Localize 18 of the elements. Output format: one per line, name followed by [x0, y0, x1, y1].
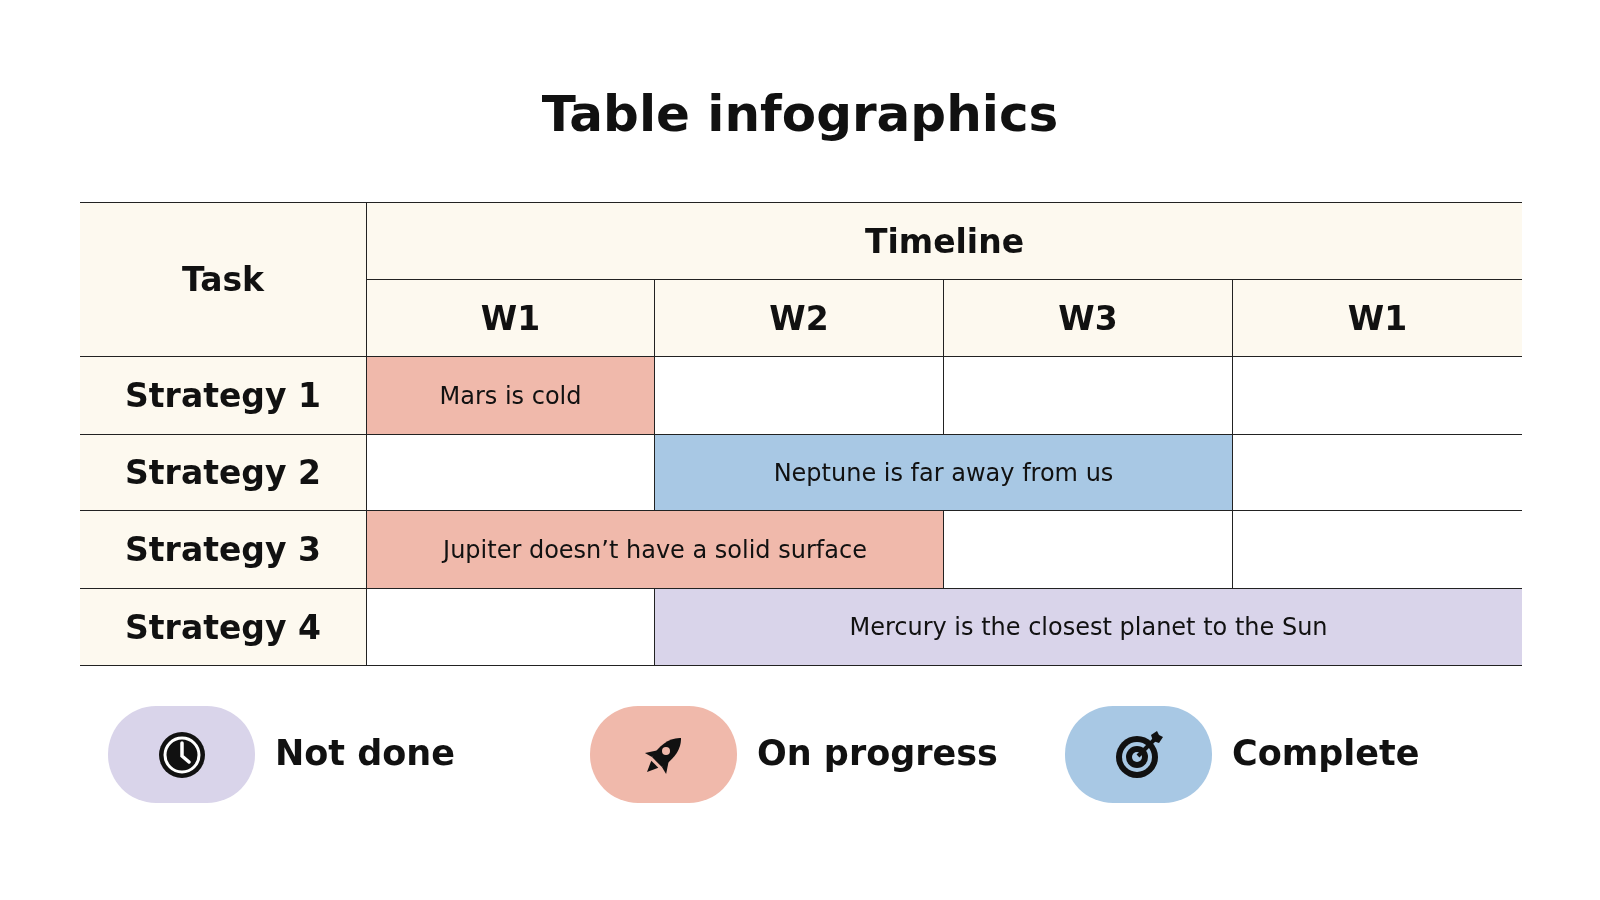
- header-text: Strategy 4: [125, 607, 321, 647]
- header-text: W2: [769, 298, 829, 338]
- header-text: Strategy 2: [125, 453, 321, 492]
- legend-text: Complete: [1232, 733, 1420, 773]
- header-text: W1: [480, 298, 541, 338]
- header-text: W3: [1058, 298, 1118, 338]
- header-text: Strategy 3: [125, 530, 321, 569]
- header-text: Task: [181, 260, 265, 299]
- title: Table infographics: [540, 85, 1060, 143]
- task-bar-text: Neptune is far away from us: [773, 458, 1114, 487]
- task-bar-text: Mercury is the closest planet to the Sun: [849, 613, 1328, 641]
- legend-text: Not done: [275, 733, 455, 773]
- task-bar-text: Mars is cold: [439, 381, 582, 410]
- header-text: Strategy 1: [125, 376, 321, 415]
- header-text: Timeline: [864, 221, 1025, 261]
- header-text: W1: [1347, 298, 1408, 338]
- task-bar-text: Jupiter doesn’t have a solid surface: [443, 535, 867, 564]
- legend-text: On progress: [757, 733, 998, 773]
